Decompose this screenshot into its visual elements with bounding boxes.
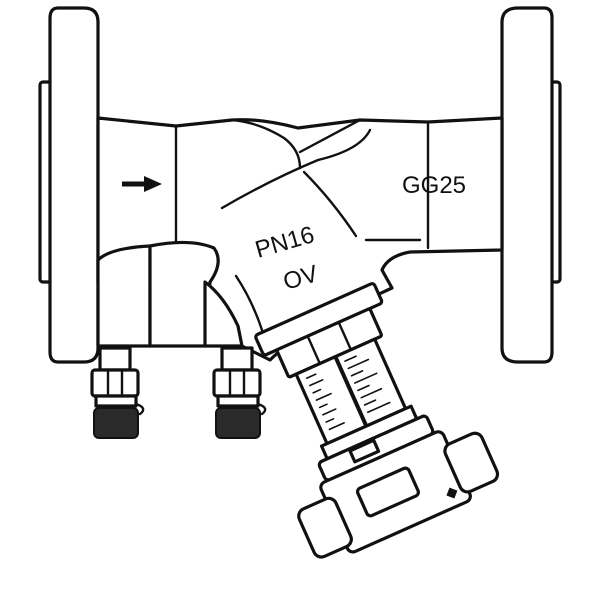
left-flange-plate xyxy=(48,6,100,364)
neck-curve xyxy=(234,274,264,332)
right-flange xyxy=(500,6,562,364)
nipple-right-collar xyxy=(216,394,260,408)
nipple-left-chain xyxy=(134,402,145,416)
bonnet-assembly xyxy=(254,282,500,559)
nipple-right-chain xyxy=(256,402,267,416)
test-nipple-left xyxy=(90,346,145,439)
body-contour-diagonal xyxy=(298,118,362,154)
handwheel-lock xyxy=(355,466,420,518)
nipple-left-nut xyxy=(90,368,140,398)
boss-middle xyxy=(148,240,220,348)
body-contour-upper xyxy=(230,118,302,170)
nipple-right-neck xyxy=(220,346,254,372)
scale-ticks xyxy=(305,355,391,431)
test-port-bosses xyxy=(96,240,244,348)
nipple-right-nut xyxy=(212,368,262,398)
seat-curve xyxy=(302,170,358,238)
valve-body: GG25 PN16 OV xyxy=(96,116,504,362)
handwheel-grip-right xyxy=(443,431,500,494)
arrow-right-icon xyxy=(122,176,162,192)
diamond-icon xyxy=(446,487,458,499)
handwheel-window xyxy=(348,438,381,464)
material-label: GG25 xyxy=(402,172,466,199)
nipple-left-cap xyxy=(93,407,139,439)
nipple-right-cap xyxy=(215,407,261,439)
boss-right xyxy=(203,280,244,348)
seat-line xyxy=(220,128,372,210)
handwheel-grip-left xyxy=(297,496,353,559)
left-flange xyxy=(38,6,100,364)
nipple-left-collar xyxy=(94,394,138,408)
nipple-left-neck xyxy=(98,346,132,372)
test-nipple-right xyxy=(212,346,267,439)
right-flange-plate xyxy=(500,6,554,364)
scale-indicator xyxy=(333,355,369,427)
boss-left xyxy=(96,244,152,348)
